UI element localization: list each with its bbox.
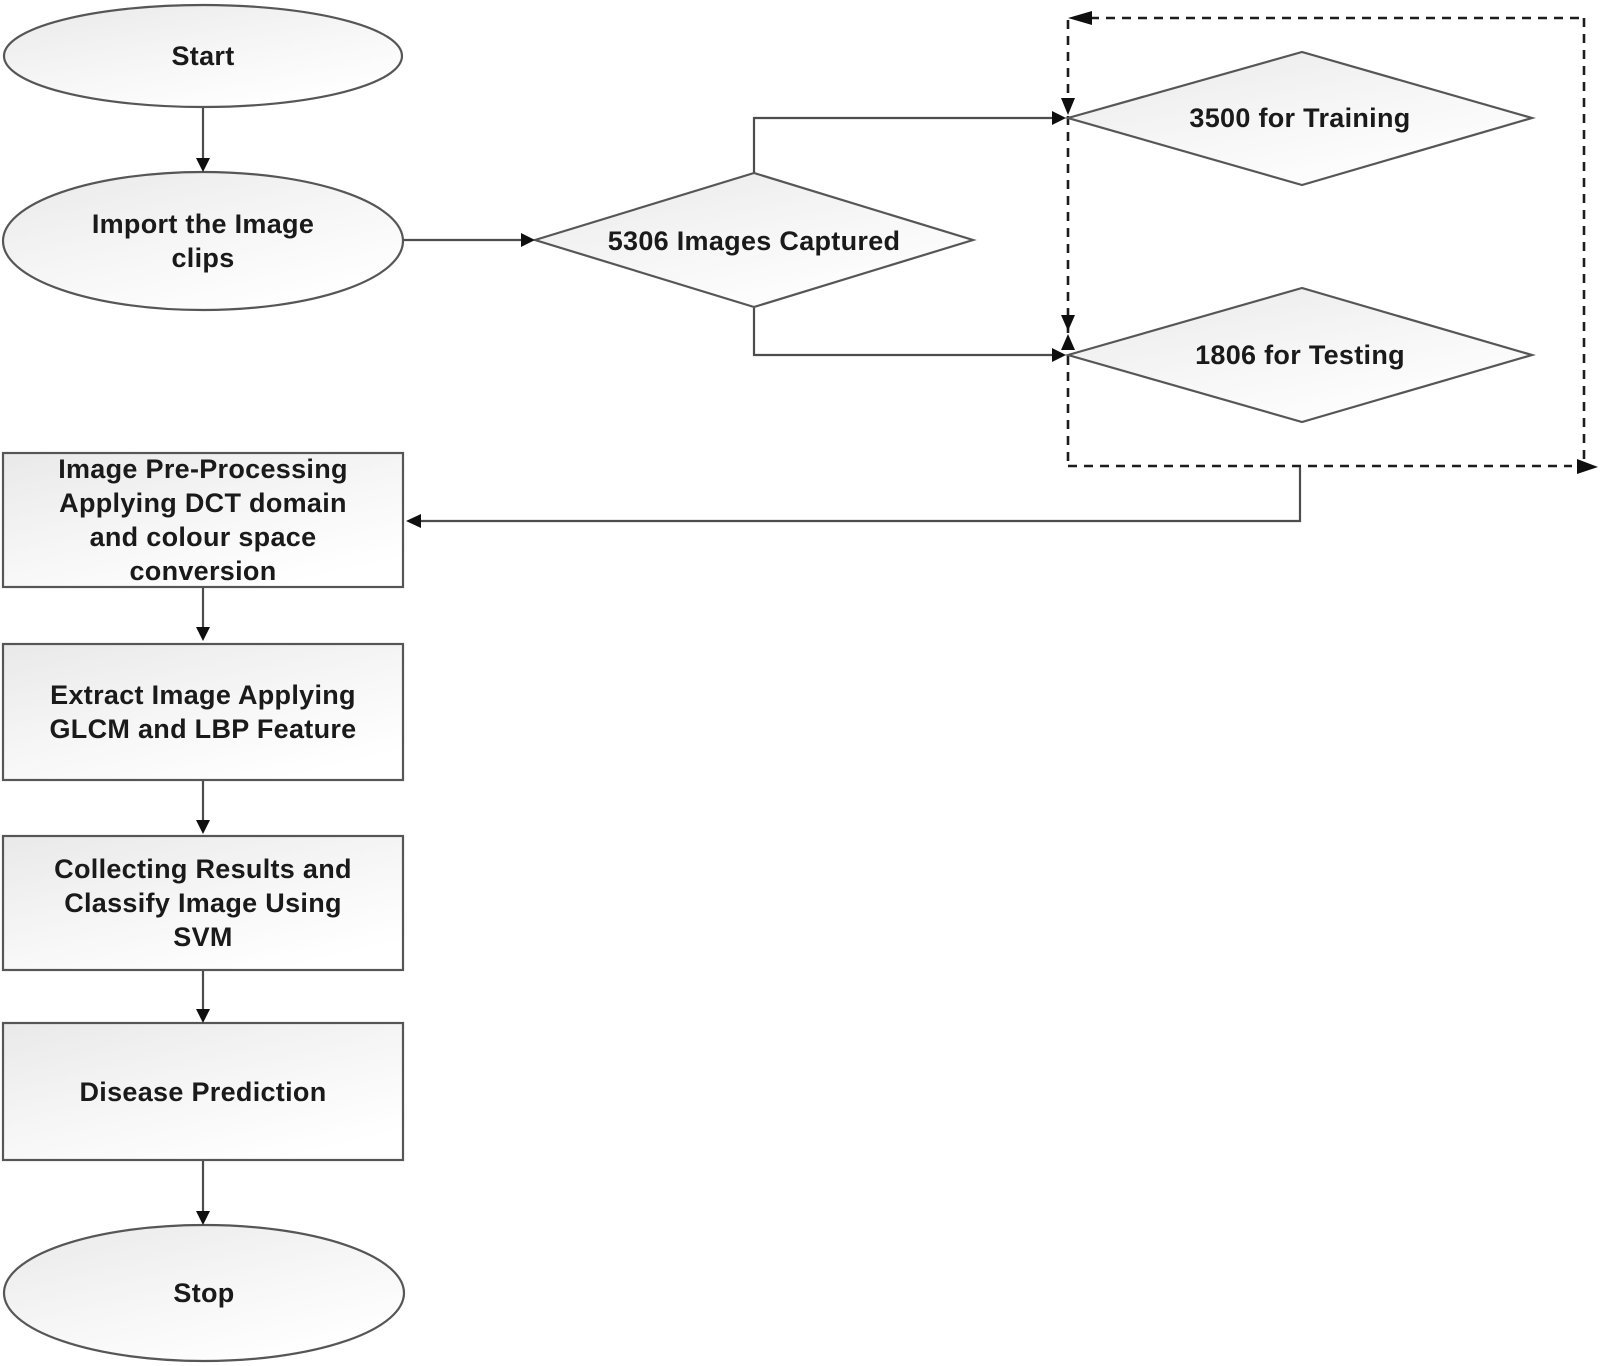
import-clips-label: Import the Image clips — [3, 172, 403, 310]
arrow-right-icon — [1577, 459, 1598, 474]
training-diamond — [1063, 50, 1536, 187]
dashed-loop-box — [1066, 16, 1586, 468]
arrow-right-icon — [521, 233, 535, 247]
arrow-down-icon — [196, 627, 210, 641]
connectors — [201, 107, 1302, 1212]
arrow-down-icon — [196, 1211, 210, 1225]
import-clips-label-line: Import the Image — [91, 209, 315, 239]
arrow-down-icon — [1061, 315, 1075, 331]
preprocessing-label: Image Pre-Processing Applying DCT domain… — [3, 453, 403, 587]
images-captured-diamond — [531, 171, 977, 309]
images-captured-label: 5306 Images Captured — [535, 176, 973, 306]
preprocessing-label-line: conversion — [129, 556, 277, 586]
arrow-down-icon — [196, 158, 210, 172]
start-ellipse — [2, 3, 404, 109]
extract-label-line: GLCM and LBP Feature — [49, 714, 357, 744]
preprocessing-label-line: Image Pre-Processing — [58, 454, 348, 484]
collect-label-line: SVM — [173, 922, 233, 952]
connector-captured-training — [752, 116, 1052, 174]
collect-label-line: Collecting Results and — [54, 854, 352, 884]
extract-label: Extract Image Applying GLCM and LBP Feat… — [3, 644, 403, 780]
preprocessing-box — [1, 451, 405, 589]
connector-captured-testing — [752, 308, 1052, 357]
preprocessing-label-line: Applying DCT domain — [59, 488, 347, 518]
arrow-left-icon — [406, 514, 421, 528]
arrow-up-icon — [1061, 334, 1075, 350]
predict-label-line: Disease Prediction — [79, 1076, 327, 1107]
testing-diamond — [1064, 286, 1536, 424]
stop-label: Stop — [4, 1225, 404, 1361]
arrow-left-icon — [1068, 11, 1092, 25]
arrow-down-icon — [1061, 98, 1075, 115]
node-shapes — [1, 3, 1536, 1363]
predict-label: Disease Prediction — [3, 1023, 403, 1160]
training-label: 3500 for Training — [1068, 52, 1532, 184]
stop-ellipse — [2, 1223, 406, 1363]
start-label-line: Start — [171, 41, 235, 71]
extract-label-line: Extract Image Applying — [50, 680, 356, 710]
arrow-right-icon — [1052, 111, 1066, 125]
training-label-line: 3500 for Training — [1189, 103, 1411, 133]
testing-label-line: 1806 for Testing — [1195, 339, 1405, 370]
preprocessing-label-line: and colour space — [89, 522, 317, 552]
import-clips-label-line: clips — [171, 243, 235, 273]
extract-box — [1, 642, 405, 782]
collect-label: Collecting Results and Classify Image Us… — [3, 836, 403, 970]
predict-box — [1, 1021, 405, 1162]
start-label: Start — [3, 5, 403, 107]
stop-label-line: Stop — [173, 1278, 235, 1308]
arrow-down-icon — [196, 820, 210, 834]
arrow-right-icon — [1052, 348, 1066, 362]
images-captured-label-line: 5306 Images Captured — [607, 226, 901, 256]
arrowheads — [196, 11, 1598, 1225]
collect-label-line: Classify Image Using — [64, 888, 342, 918]
collect-box — [1, 834, 405, 972]
connector-loop-preprocessing — [420, 467, 1302, 523]
testing-label: 1806 for Testing — [1068, 288, 1532, 421]
arrow-down-icon — [196, 1009, 210, 1023]
